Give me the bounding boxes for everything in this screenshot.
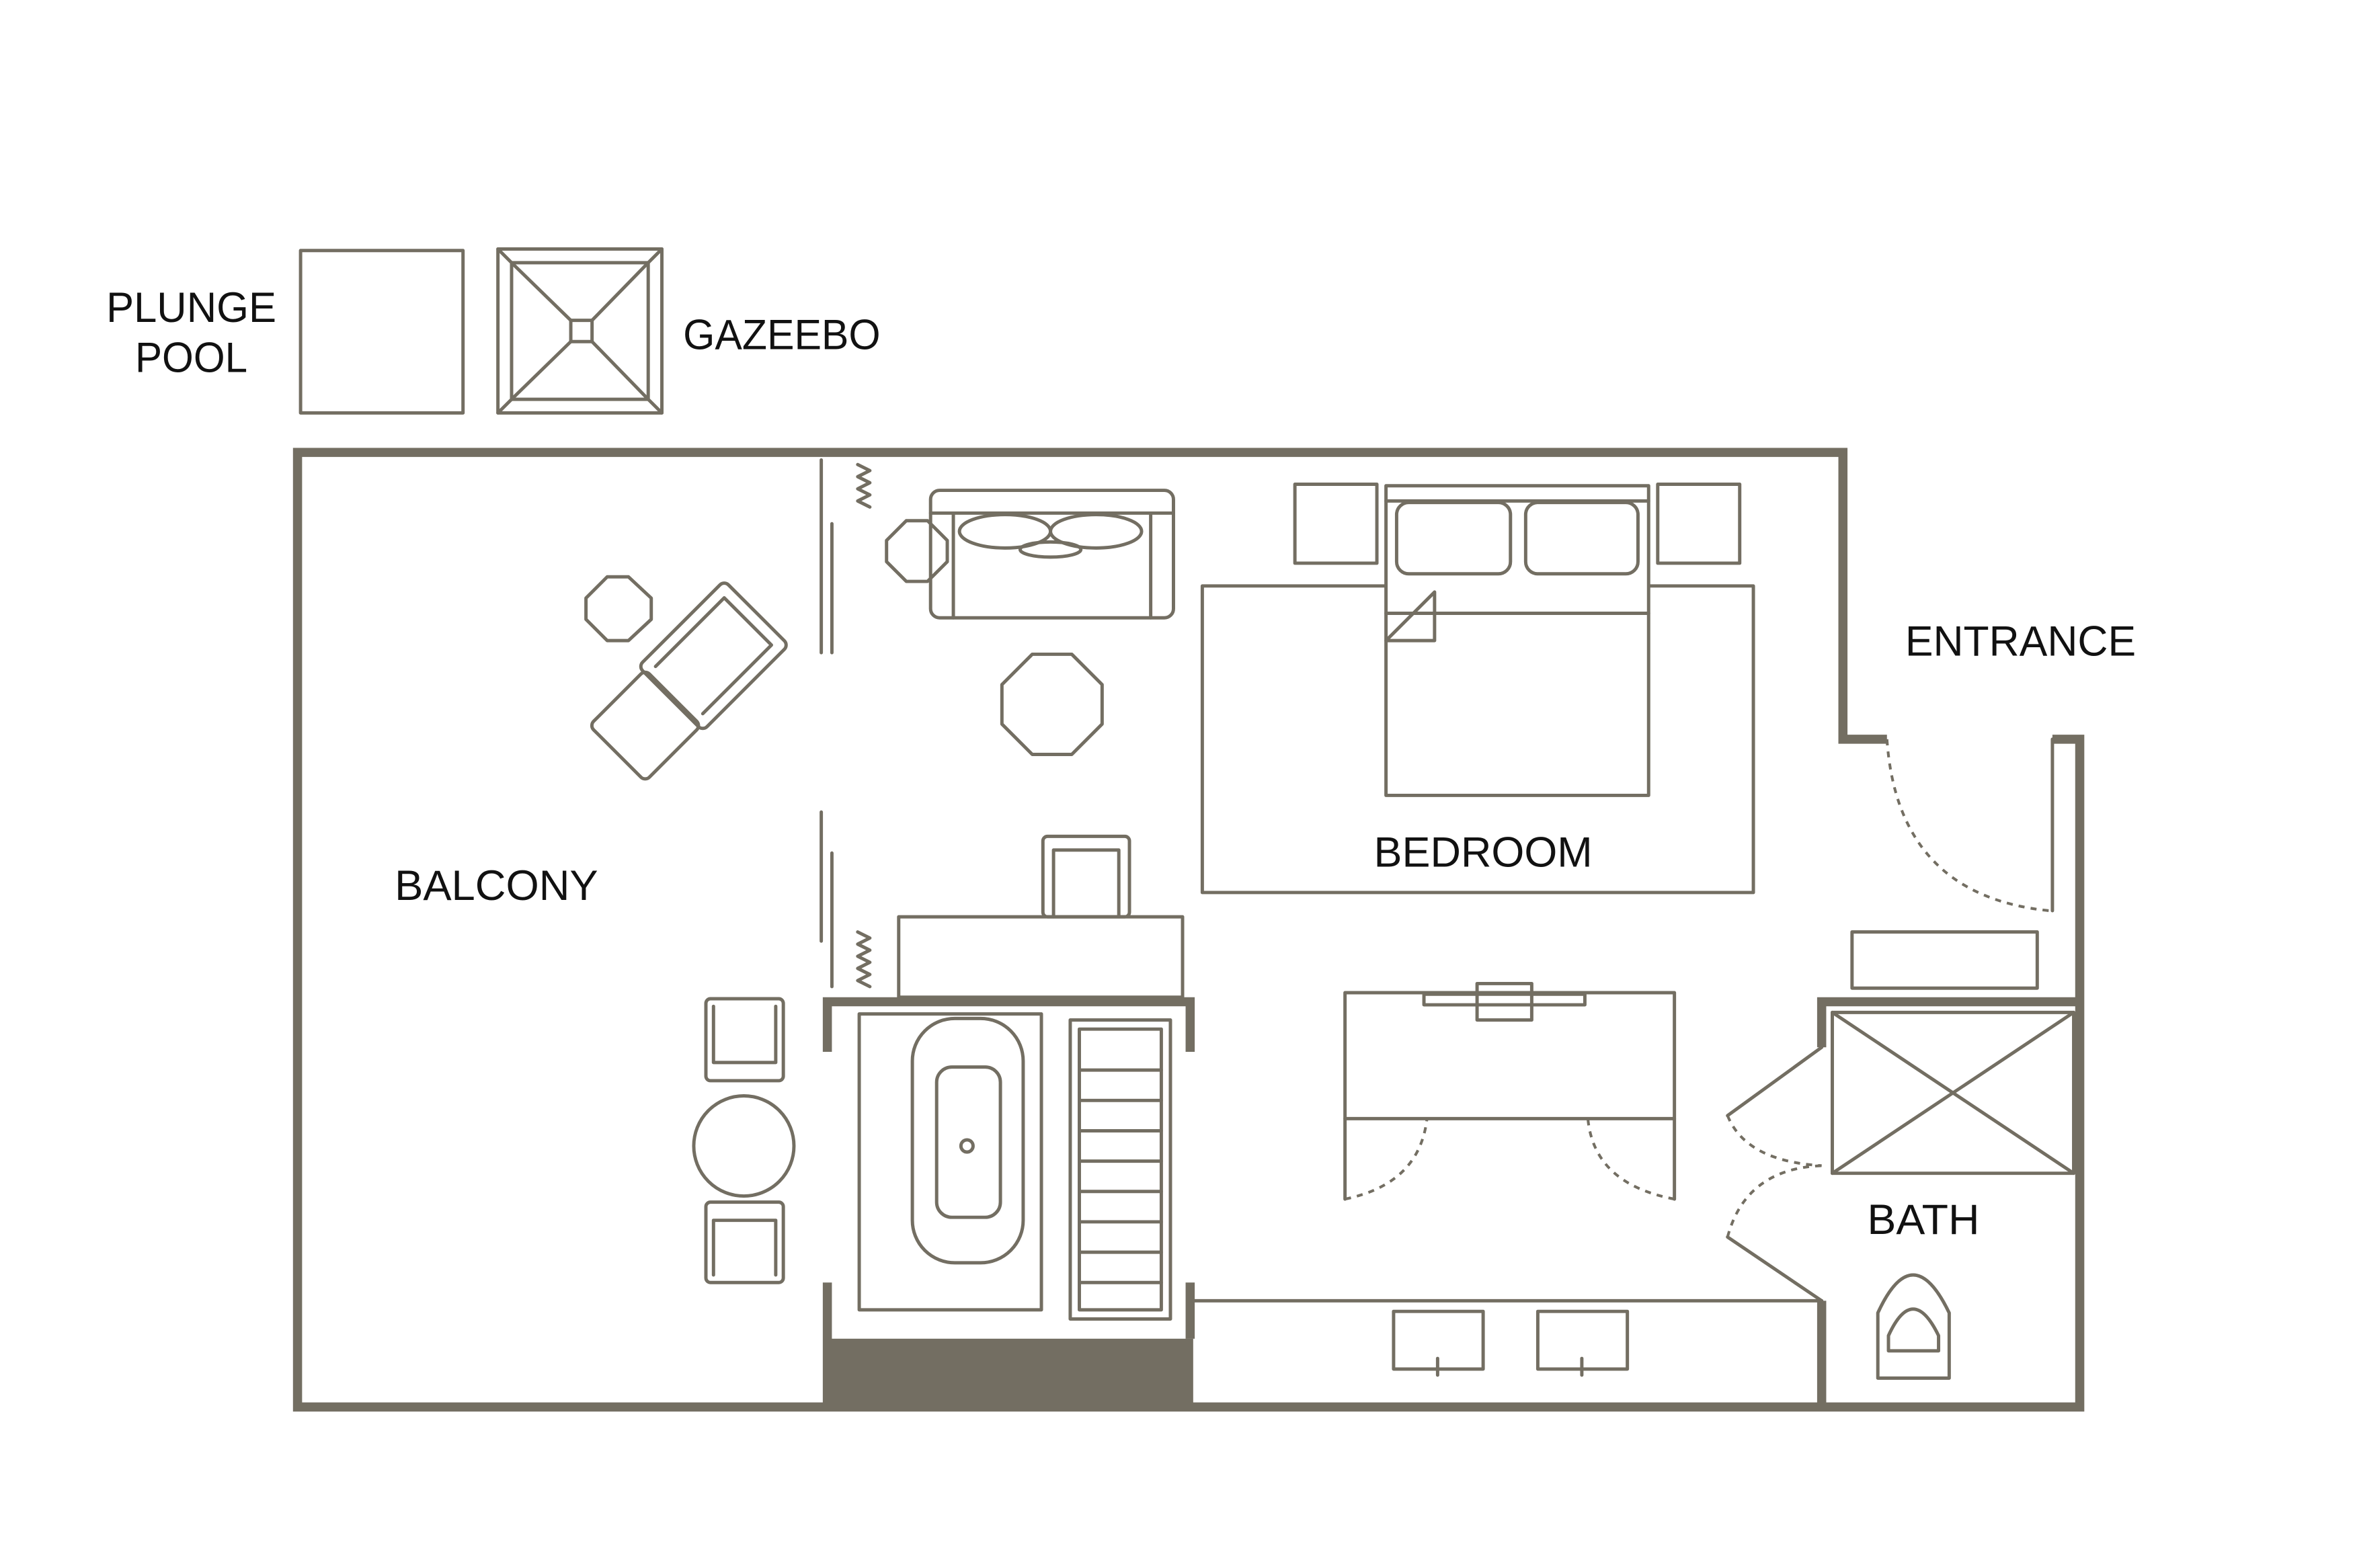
- sofa-side-table: [885, 519, 949, 583]
- balcony-sliding-doors[interactable]: [820, 458, 872, 989]
- ottoman: [590, 670, 701, 781]
- plunge-pool-label-1: PLUNGE: [106, 284, 276, 331]
- vanity: [1191, 1298, 1824, 1377]
- balcony-dining-set: [692, 997, 796, 1284]
- plunge-pool: [298, 249, 465, 415]
- exterior-wall: [292, 448, 2085, 1412]
- bedroom-label: BEDROOM: [1374, 829, 1593, 876]
- entrance-door-swing[interactable]: [1885, 739, 2050, 913]
- entrance-label: ENTRANCE: [1905, 618, 2136, 665]
- tv-desk: [1343, 981, 1677, 1201]
- gazebo-label: GAZEEBO: [683, 312, 881, 359]
- writing-desk: [897, 834, 1185, 999]
- bathtub-area: [822, 997, 1195, 1407]
- coffee-table: [1000, 652, 1104, 756]
- entrance-bench: [1850, 930, 2039, 990]
- lounge-chair: [639, 581, 788, 731]
- bath-label: BATH: [1867, 1196, 1979, 1243]
- sofa: [928, 489, 1175, 620]
- bath-room: [1726, 997, 2080, 1407]
- balcony-side-table: [584, 575, 653, 643]
- plunge-pool-label-2: POOL: [135, 334, 247, 381]
- gazebo: [496, 247, 664, 415]
- balcony-label: BALCONY: [395, 862, 598, 909]
- bed: [1200, 483, 1755, 895]
